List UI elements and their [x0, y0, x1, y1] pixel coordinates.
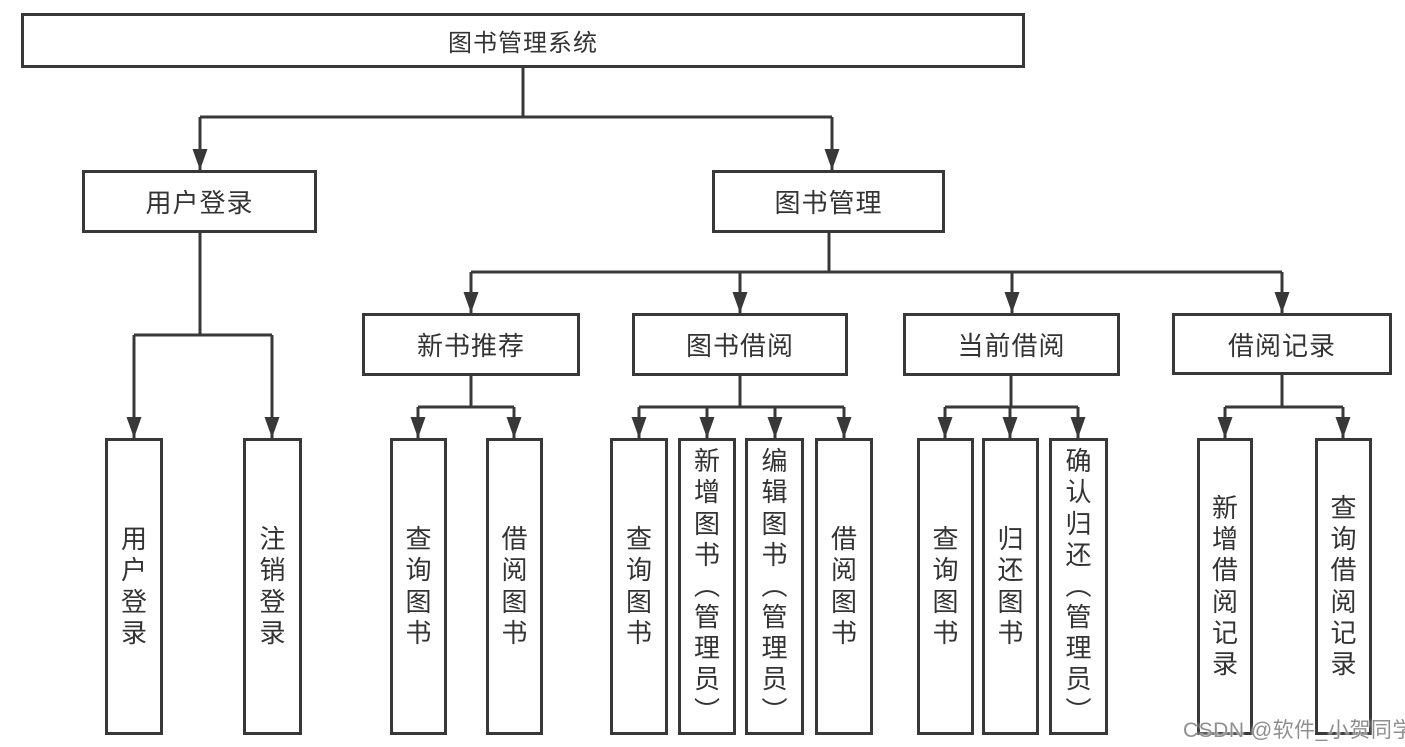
- leaf-query-borrow-record: 查询借阅记录: [1315, 438, 1372, 735]
- leaf-query-books-borrow: 查询图书: [610, 438, 668, 735]
- leaf-return-books: 归还图书: [982, 438, 1039, 735]
- leaf-borrow-books: 借阅图书: [815, 438, 873, 735]
- leaf-logout: 注销登录: [243, 438, 302, 735]
- leaf-add-books-admin: 新增图书︵管理员︶: [678, 438, 736, 735]
- leaf-borrow-books-recommend: 借阅图书: [486, 438, 543, 735]
- node-book-borrowing: 图书借阅: [632, 313, 848, 376]
- node-current-borrowing: 当前借阅: [903, 313, 1120, 376]
- leaf-query-books-current: 查询图书: [917, 438, 974, 735]
- leaf-confirm-return-admin: 确认归还︵管理员︶: [1049, 438, 1108, 735]
- leaf-add-borrow-record: 新增借阅记录: [1197, 438, 1253, 735]
- watermark-text: CSDN @软件_小贺同学: [1183, 719, 1405, 742]
- node-borrowing-records: 借阅记录: [1172, 313, 1392, 375]
- node-book-management: 图书管理: [712, 170, 945, 233]
- node-new-book-recommendation: 新书推荐: [362, 313, 580, 376]
- leaf-edit-books-admin: 编辑图书︵管理员︶: [745, 438, 804, 735]
- leaf-user-login: 用户登录: [105, 438, 163, 735]
- leaf-query-books-recommend: 查询图书: [390, 438, 447, 735]
- node-user-login: 用户登录: [82, 170, 317, 233]
- node-library-management-system: 图书管理系统: [21, 13, 1025, 68]
